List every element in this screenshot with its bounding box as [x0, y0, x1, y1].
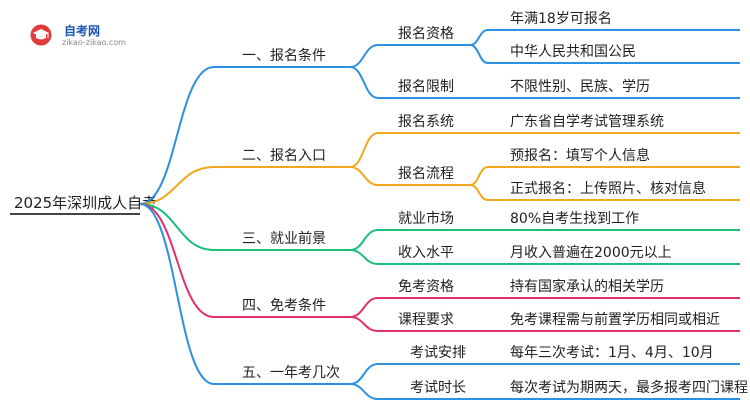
sub-label: 考试时长: [410, 380, 466, 396]
branch-label: 一、报名条件: [242, 47, 326, 64]
sub-label: 收入水平: [398, 245, 454, 261]
sub-label: 就业市场: [398, 210, 454, 227]
sub-connector: [349, 363, 379, 385]
sub-connector: [349, 166, 379, 186]
leaf-label: 正式报名：上传照片、核对信息: [510, 180, 706, 197]
leaf-label: 预报名：填写个人信息: [510, 147, 650, 164]
leaf-label: 每次考试为期两天，最多报考四门课程: [510, 379, 748, 396]
leaf-connector: [469, 184, 489, 201]
leaf-connector: [469, 29, 489, 46]
sub-label: 课程要求: [398, 312, 454, 328]
logo: 自考网 zikao-zikao.com: [30, 18, 140, 50]
branch-label: 二、报名入口: [242, 148, 326, 164]
leaf-label: 持有国家承认的相关学历: [510, 278, 664, 295]
sub-label: 报名系统: [398, 114, 454, 130]
logo-subtitle: zikao-zikao.com: [62, 38, 126, 47]
leaf-label: 每年三次考试：1月、4月、10月: [510, 345, 714, 361]
leaf-label: 月收入普遍在2000元以上: [510, 245, 672, 261]
sub-connector: [349, 316, 379, 332]
logo-title: 自考网: [64, 24, 101, 38]
root-label: 2025年深圳成人自考: [14, 194, 157, 212]
leaf-label: 免考课程需与前置学历相同或相近: [510, 311, 720, 328]
sub-label: 考试安排: [410, 345, 466, 361]
leaf-label: 80%自考生找到工作: [510, 211, 639, 227]
leaf-label: 广东省自学考试管理系统: [510, 114, 664, 130]
sub-connector: [349, 383, 379, 400]
leaf-connector: [469, 44, 489, 64]
branch-connector: [139, 203, 215, 251]
sub-label: 报名资格: [398, 26, 454, 42]
sub-connector: [349, 249, 379, 265]
sub-connector: [349, 297, 379, 318]
graduation-cap-icon: [30, 24, 52, 46]
leaf-connector: [469, 166, 489, 186]
sub-connector: [349, 229, 379, 251]
branch-connector: [139, 203, 215, 318]
leaf-label: 中华人民共和国公民: [510, 44, 636, 60]
sub-label: 免考资格: [398, 279, 454, 295]
sub-label: 报名流程: [398, 166, 454, 182]
sub-connector: [349, 66, 379, 99]
sub-label: 报名限制: [398, 79, 454, 95]
sub-connector: [349, 44, 379, 68]
leaf-label: 不限性别、民族、学历: [510, 79, 650, 95]
branch-connector: [139, 203, 215, 385]
branch-connector: [139, 166, 215, 205]
branch-label: 三、就业前景: [242, 230, 326, 247]
sub-connector: [349, 132, 379, 168]
branch-label: 五、一年考几次: [242, 365, 340, 381]
leaf-label: 年满18岁可报名: [510, 11, 612, 27]
branch-label: 四、免考条件: [242, 297, 326, 314]
branch-connector: [139, 66, 215, 205]
